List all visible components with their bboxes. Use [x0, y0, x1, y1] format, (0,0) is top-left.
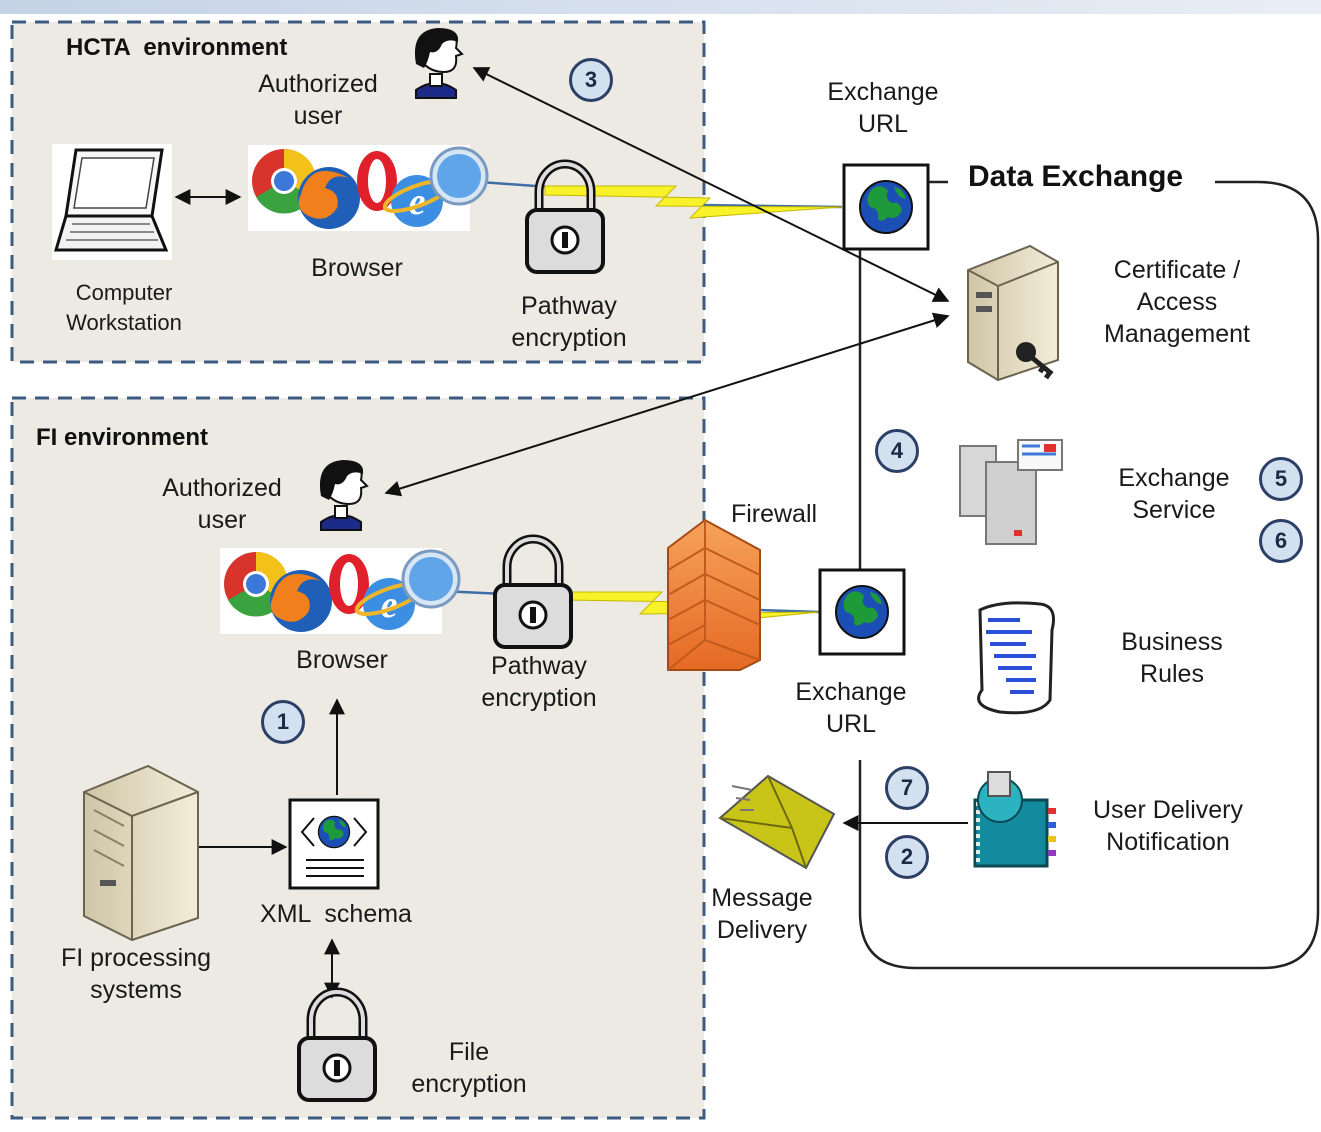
exchange-service-icon [959, 439, 1063, 545]
fi-processing-label: FI processing systems [60, 944, 212, 1004]
step-3-badge: 3 [569, 58, 613, 102]
fi-user-label: Authorized user [162, 474, 282, 534]
notification-icon [973, 771, 1056, 868]
laptop-icon [52, 144, 172, 260]
data-exchange-box [858, 180, 1320, 970]
exchange-url-bottom-icon [818, 568, 906, 656]
business-rules-icon [977, 601, 1055, 715]
file-encryption-label: File encryption [411, 1038, 527, 1098]
step-4-badge: 4 [875, 429, 919, 473]
hcta-environment-title: HCTA environment [66, 34, 288, 61]
envelope-icon [718, 774, 836, 870]
firewall-icon [667, 518, 761, 671]
hcta-browser-icons [248, 145, 489, 231]
exchange-url-top-icon [842, 163, 930, 251]
step-1-badge: 1 [261, 700, 305, 744]
user-delivery-notification-label: User Delivery Notification [1092, 796, 1244, 856]
fi-browser-icons [220, 548, 461, 634]
fi-server-icon [83, 764, 199, 942]
message-delivery-label: Message Delivery [711, 884, 813, 944]
hcta-user-label: Authorized user [258, 70, 378, 130]
data-exchange-title: Data Exchange [960, 160, 1192, 194]
step-6-badge: 6 [1259, 519, 1303, 563]
certificate-server-icon [967, 244, 1059, 382]
business-rules-label: Business Rules [1121, 628, 1223, 688]
fi-browser-label: Browser [296, 646, 388, 674]
hcta-browser-label: Browser [311, 254, 403, 282]
top-band [0, 0, 1321, 14]
fi-encryption-label: Pathway encryption [481, 652, 597, 712]
exchange-url-top-label: Exchange URL [827, 78, 939, 138]
certificate-management-label: Certificate / Access Management [1104, 256, 1250, 348]
xml-schema-label: XML schema [260, 900, 412, 928]
step-7-badge: 7 [885, 766, 929, 810]
arrow-cert-to-fi-user [384, 312, 950, 497]
workstation-label: Computer Workstation [66, 280, 182, 335]
exchange-url-bottom-label: Exchange URL [795, 678, 907, 738]
step-5-badge: 5 [1259, 457, 1303, 501]
fi-environment-title: FI environment [36, 424, 209, 451]
exchange-service-label: Exchange Service [1118, 464, 1230, 524]
xml-schema-icon [288, 798, 380, 890]
hcta-encryption-label: Pathway encryption [511, 292, 627, 352]
arrow-step3-to-user [472, 67, 950, 302]
firewall-label: Firewall [730, 500, 818, 528]
step-2-badge: 2 [885, 835, 929, 879]
